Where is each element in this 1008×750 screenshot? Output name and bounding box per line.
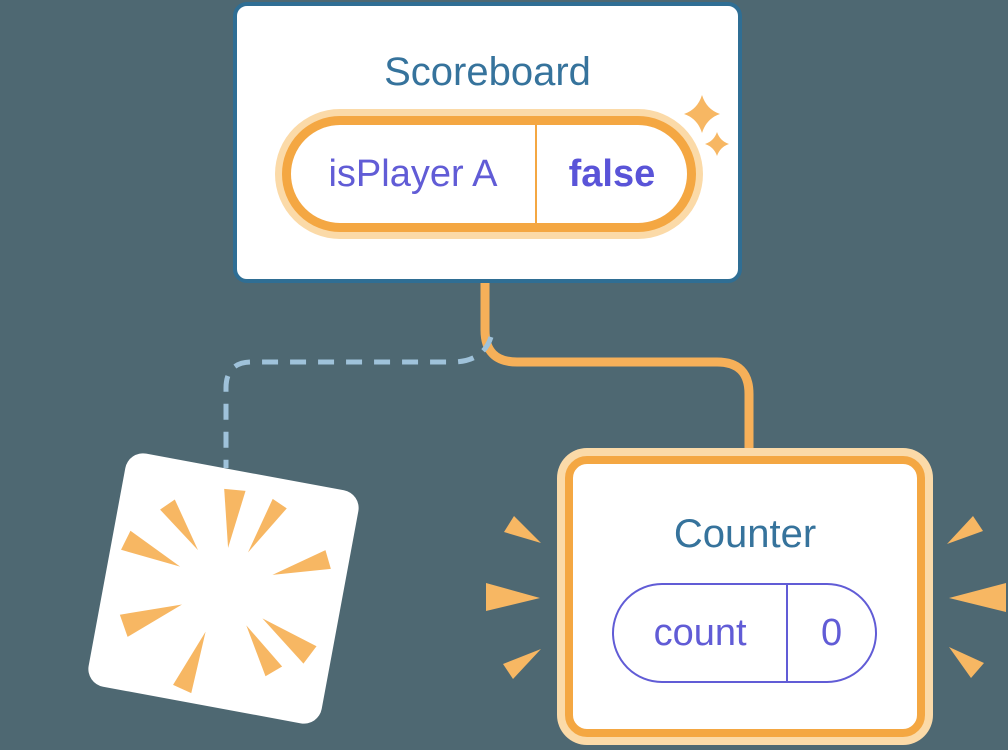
scoreboard-card: Scoreboard isPlayer A false [233,2,742,283]
counter-state-value: 0 [821,612,843,654]
explosion-rays-icon [119,488,331,694]
scoreboard-title: Scoreboard [384,50,591,94]
counter-state-key: count [653,612,747,654]
destroyed-card [85,450,362,727]
scoreboard-state-pill: isPlayer A false [282,116,696,232]
scoreboard-state-value: false [568,153,656,195]
counter-state-pill: count 0 [612,583,877,683]
pill-divider [786,585,789,681]
counter-card: Counter count 0 [565,456,925,737]
counter-title: Counter [673,512,817,556]
scoreboard-state-key: isPlayer A [328,153,498,195]
pill-divider [534,125,537,223]
connector-solid-line [480,283,754,456]
connector-dashed-line [223,336,494,468]
